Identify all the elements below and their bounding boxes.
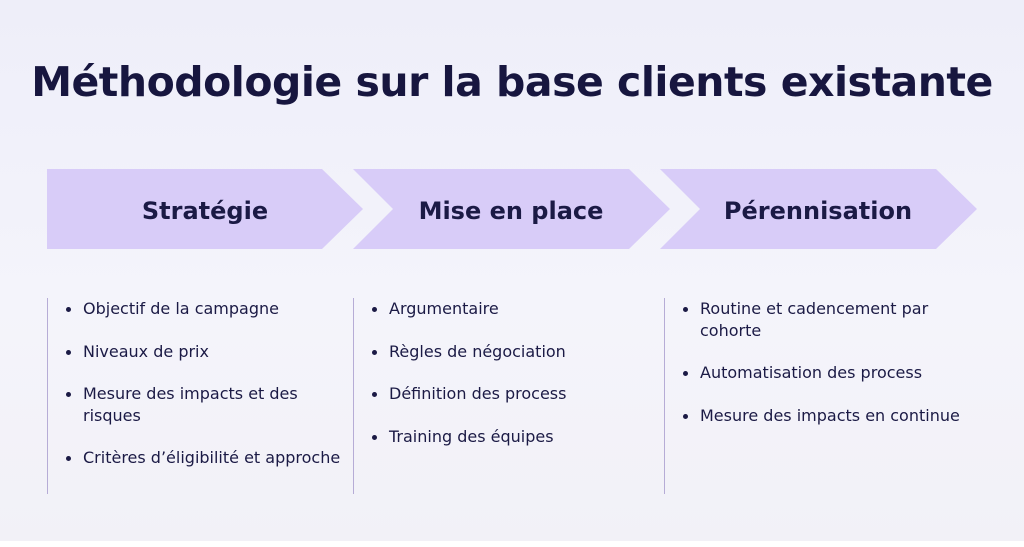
step-label-mise-en-place: Mise en place — [418, 197, 604, 225]
bullet-icon — [66, 392, 71, 397]
bullet-icon — [372, 392, 377, 397]
bullet-icon — [683, 413, 688, 419]
bullet-icon — [66, 456, 71, 461]
list-strategie: Objectif de la campagne Niveaux de prix … — [48, 298, 347, 469]
list-item: Argumentaire — [354, 298, 653, 320]
list-item: Critères d’éligibilité et approche — [48, 447, 347, 469]
list-perennisation: Routine et cadencement par cohorte Autom… — [665, 298, 964, 426]
step-label-perennisation: Pérennisation — [723, 197, 913, 225]
list-item: Training des équipes — [354, 426, 653, 448]
bullet-icon — [372, 307, 377, 312]
column-strategie: Objectif de la campagne Niveaux de prix … — [47, 298, 347, 494]
page-title: Méthodologie sur la base clients existan… — [31, 58, 993, 106]
bullet-icon — [372, 434, 377, 440]
bullet-icon — [66, 349, 71, 355]
list-item: Objectif de la campagne — [48, 298, 347, 320]
list-mise-en-place: Argumentaire Règles de négociation Défin… — [354, 298, 653, 447]
bullet-icon — [66, 307, 71, 312]
step-label-strategie: Stratégie — [141, 197, 269, 225]
list-item: Mesure des impacts et des risques — [48, 383, 347, 426]
list-item: Règles de négociation — [354, 341, 653, 363]
chevron-mise-en-place — [353, 169, 670, 249]
list-item: Mesure des impacts en continue — [665, 405, 964, 427]
bottom-strip — [0, 541, 1024, 547]
chevron-perennisation — [660, 169, 977, 249]
column-perennisation: Routine et cadencement par cohorte Autom… — [664, 298, 964, 494]
list-item: Automatisation des process — [665, 362, 964, 384]
bullet-icon — [683, 371, 688, 376]
list-item: Niveaux de prix — [48, 341, 347, 363]
list-item: Définition des process — [354, 383, 653, 405]
bullet-icon — [683, 307, 688, 312]
list-item: Routine et cadencement par cohorte — [665, 298, 964, 341]
column-mise-en-place: Argumentaire Règles de négociation Défin… — [353, 298, 653, 494]
bullet-icon — [372, 349, 377, 355]
chevron-strategie — [47, 169, 363, 249]
